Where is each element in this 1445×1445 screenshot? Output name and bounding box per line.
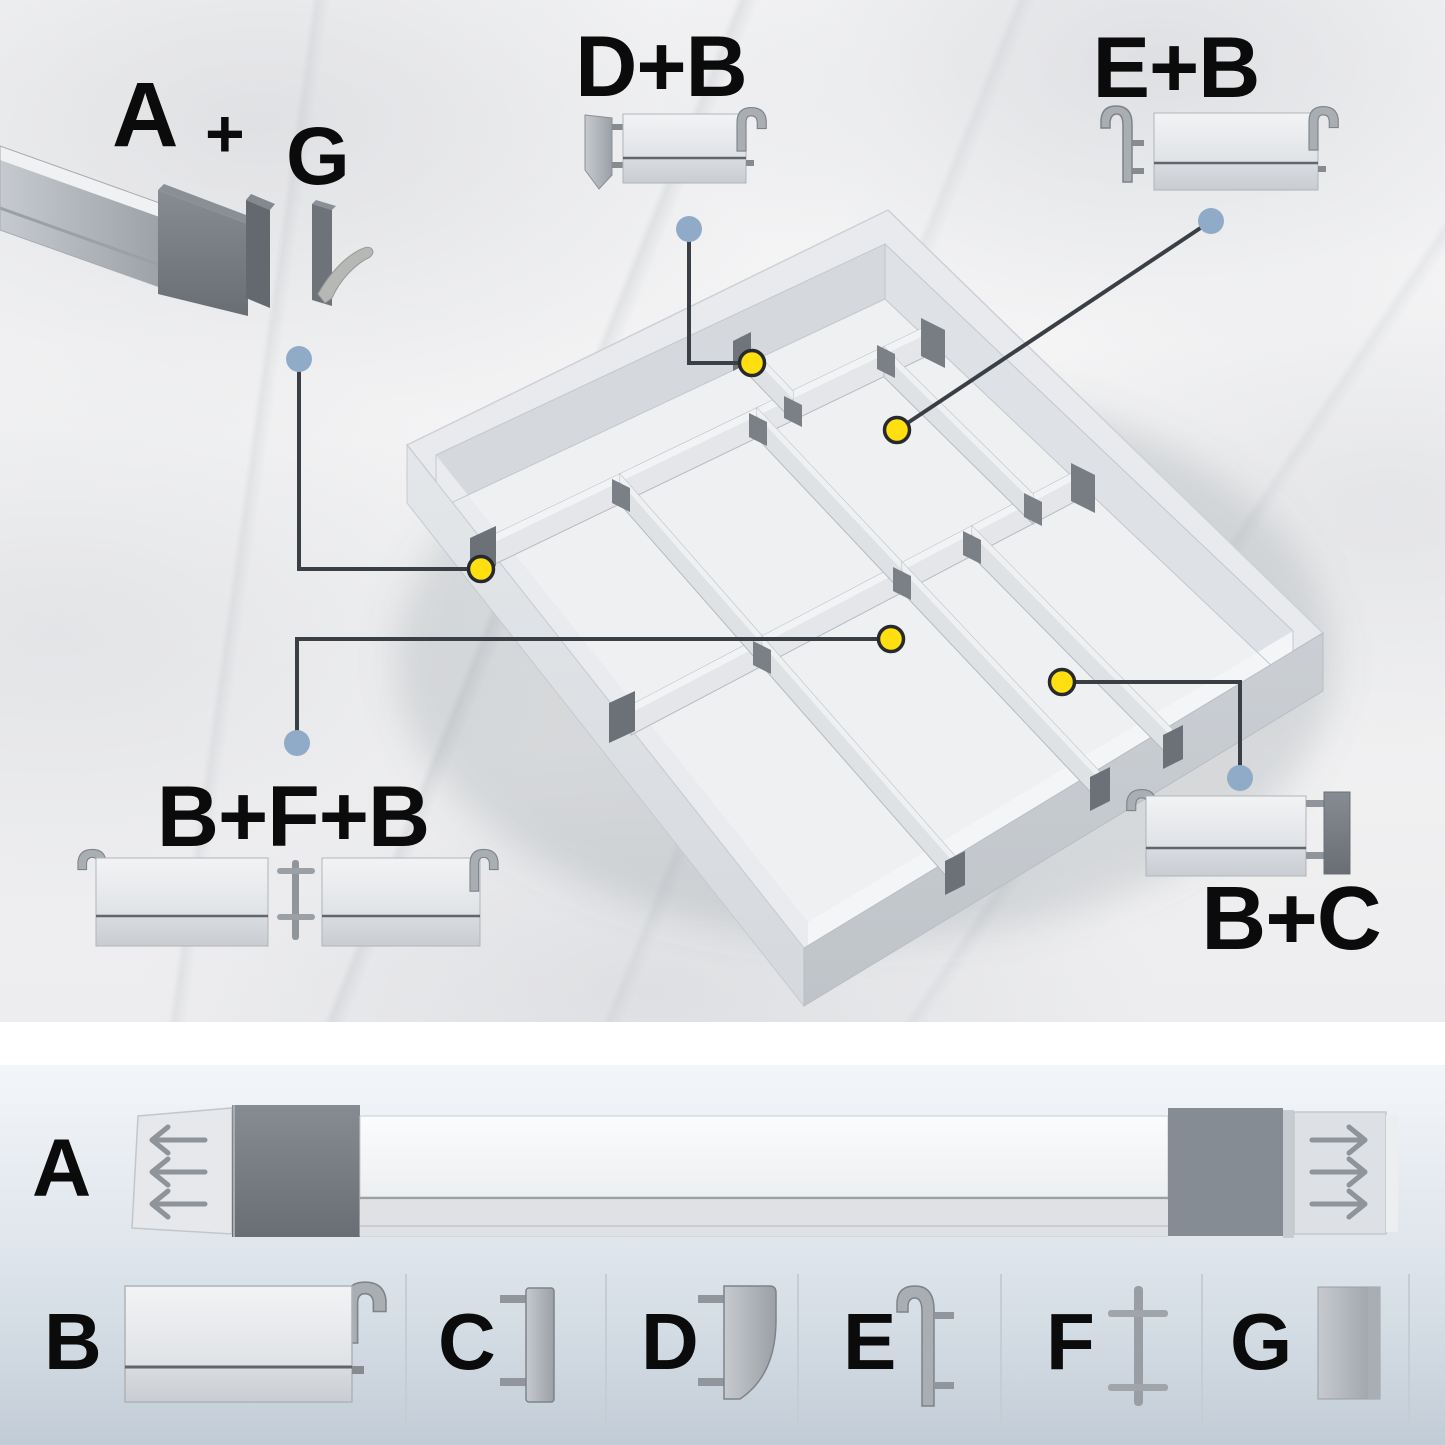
pin-connector-f-icon <box>1108 1286 1168 1406</box>
callout-origin-dot <box>1227 765 1253 791</box>
combo-label-b-f-b: B+F+B <box>156 769 430 865</box>
callout-line-a-g <box>297 359 481 571</box>
rail-end-cap <box>609 691 635 743</box>
divider-installed <box>612 472 763 668</box>
rail-slider-sleeve <box>232 1105 360 1237</box>
section-divider-strip <box>0 1022 1445 1065</box>
rail-a-with-g-icon <box>0 145 374 316</box>
hook-icon <box>469 848 499 892</box>
divider-installed <box>893 560 1110 811</box>
d-plus-b-icon <box>584 106 767 190</box>
callout-target-dot <box>737 348 767 378</box>
divider-installed <box>753 634 965 895</box>
b-plus-f-plus-b-icon <box>77 848 499 947</box>
combo-label-plus: + <box>205 96 245 172</box>
drawer-graphic <box>395 209 1335 1008</box>
callout-target-dot <box>882 415 912 445</box>
legend-letter-g: G <box>1230 1297 1292 1386</box>
adhesive-spring-icon <box>317 246 374 304</box>
callout-origin-dot <box>676 216 702 242</box>
callout-origin-dot <box>1198 208 1224 234</box>
wedge-clamp-d-icon <box>698 1285 777 1400</box>
callout-target-dot <box>1047 667 1077 697</box>
pin-connector-f-icon <box>277 860 315 940</box>
legend-letter-c: C <box>438 1297 496 1386</box>
end-clamp-c-icon <box>500 1287 555 1403</box>
legend-letter-d: D <box>641 1297 699 1386</box>
rail-end-cap <box>921 318 945 368</box>
callout-target-dot <box>876 624 906 654</box>
e-plus-b-icon <box>1100 105 1339 191</box>
combo-label-e-b: E+B <box>1092 20 1261 116</box>
hook-clamp-e-icon <box>1100 105 1144 183</box>
hook-clamp-e-icon <box>896 1285 954 1407</box>
legend-letter-a: A <box>32 1123 91 1214</box>
end-pad-g-icon <box>312 200 374 306</box>
divider-installed <box>877 345 1042 526</box>
callout-lines <box>284 208 1253 791</box>
legend-letter-f: F <box>1046 1297 1095 1386</box>
rail-end-cap <box>1071 463 1095 513</box>
legend-letter-e: E <box>843 1297 896 1386</box>
divider-installed <box>963 524 1183 769</box>
end-clamp-c-icon <box>1306 791 1351 875</box>
legend-separators <box>405 1274 1410 1424</box>
wedge-clamp-icon <box>584 114 613 190</box>
callout-line-b-f-b <box>295 637 891 743</box>
callout-origin-dot <box>284 730 310 756</box>
rail-slider-sleeve <box>1168 1108 1283 1236</box>
callout-line-b-c <box>1062 680 1242 778</box>
callout-line-e-b <box>895 219 1213 432</box>
combo-label-d-b: D+B <box>575 19 747 115</box>
callout-target-dot <box>466 554 496 584</box>
b-plus-c-icon <box>1126 788 1351 877</box>
combo-label-a: A <box>112 64 178 166</box>
divider-panel-b-icon <box>124 1281 387 1403</box>
callout-origin-dot <box>286 346 312 372</box>
expand-left-arrows-icon <box>149 1124 208 1220</box>
rail-a-legend-graphic <box>131 1105 1398 1238</box>
end-pad-g-icon <box>1317 1286 1381 1400</box>
drawer-inner-wall-back-left <box>436 244 885 510</box>
rail-a-installed-1 <box>470 318 945 578</box>
hook-icon <box>1308 105 1339 151</box>
combo-label-g: G <box>286 111 350 202</box>
combo-label-b-c: B+C <box>1201 869 1382 969</box>
legend-letter-b: B <box>44 1297 102 1386</box>
callout-line-d-b <box>687 229 752 365</box>
drawer-outer-wall-front-right <box>803 632 1324 1007</box>
expand-right-arrows-icon <box>1309 1124 1368 1220</box>
drawer-inner-wall-back-right <box>885 244 1293 686</box>
